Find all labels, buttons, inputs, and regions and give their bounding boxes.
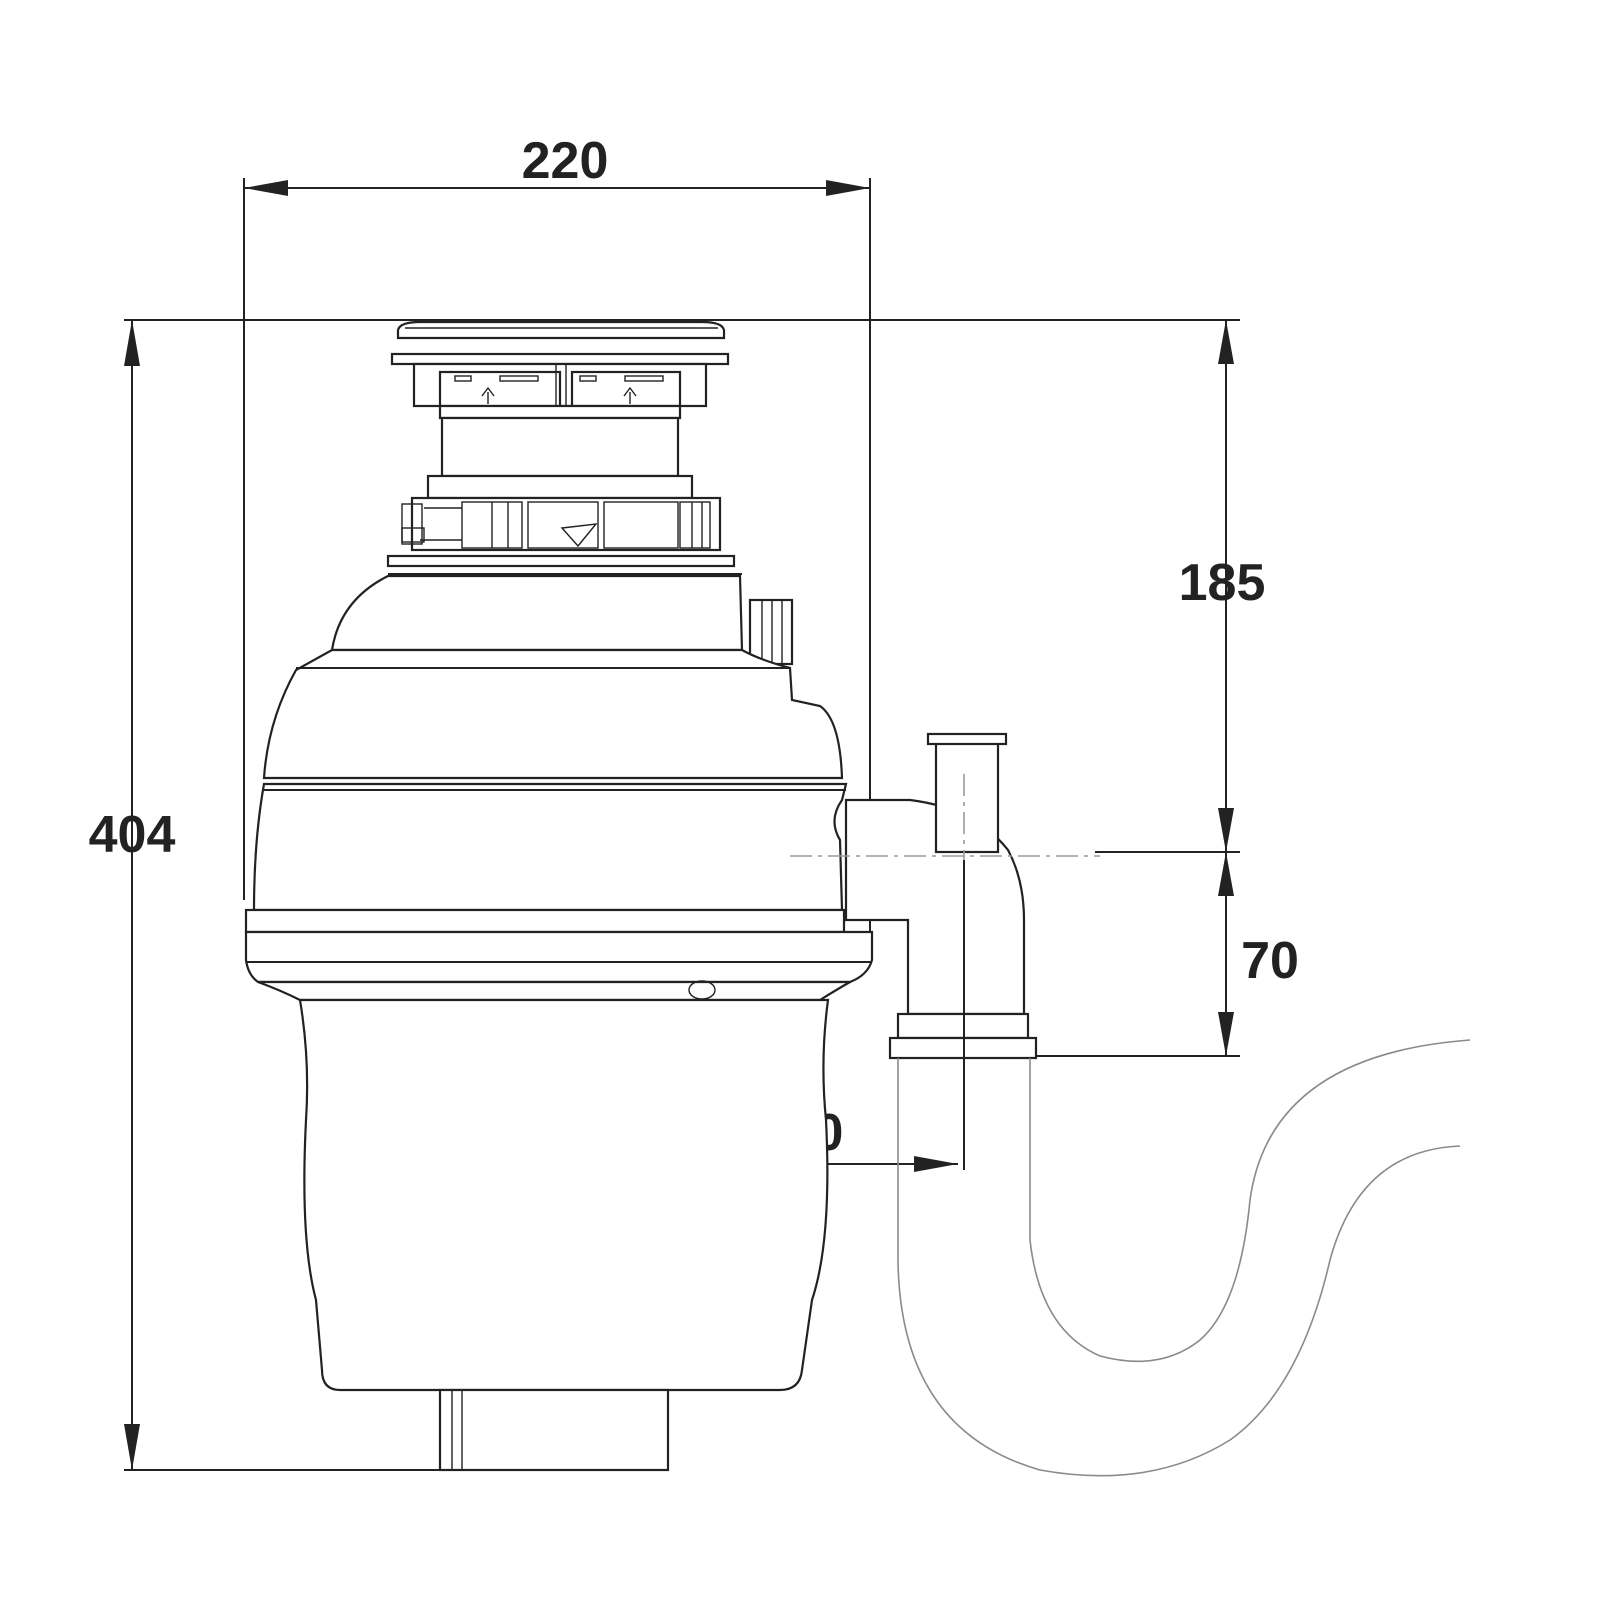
outlet-drop-value: 70: [1241, 932, 1299, 990]
disposer-unit: [244, 320, 874, 1472]
discharge-pipe: [790, 732, 1100, 1170]
p-trap: [897, 1039, 1471, 1477]
width-value: 220: [522, 132, 609, 190]
height-dimension: 404: [89, 319, 1240, 1471]
width-dimension: 220: [243, 132, 871, 945]
outlet-height-value: 185: [1179, 554, 1266, 612]
outlet-drop-dimension: 70: [1010, 852, 1299, 1057]
outlet-height-dimension: 185: [1095, 320, 1266, 853]
height-value: 404: [89, 806, 176, 864]
